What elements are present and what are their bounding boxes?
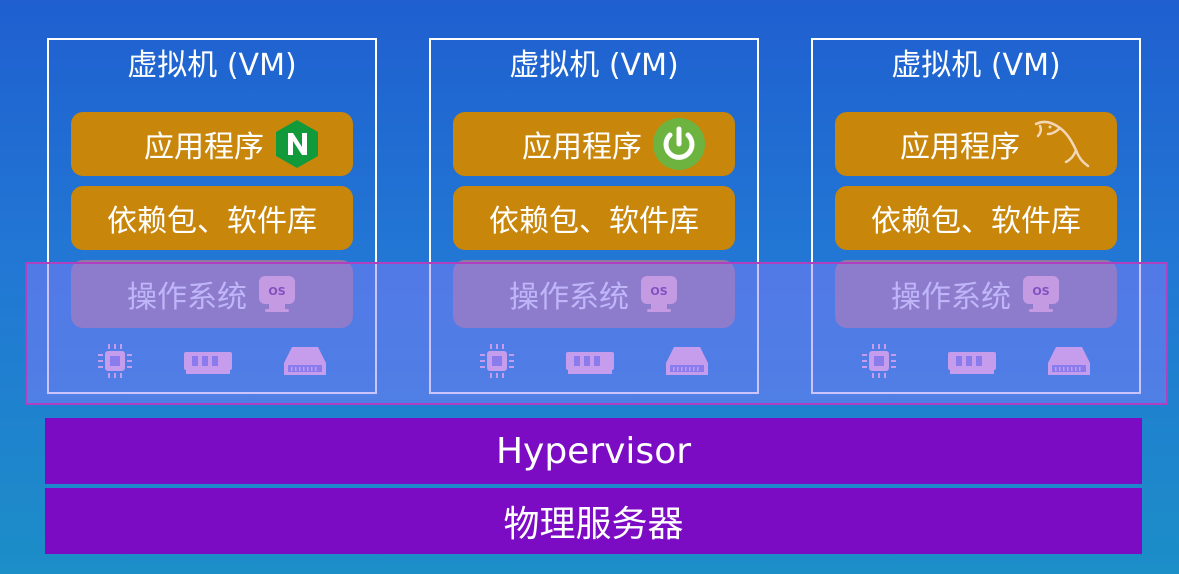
deps-bar: 依赖包、软件库 (71, 186, 353, 250)
hardware-row (813, 336, 1139, 390)
app-bar: 应用程序 (835, 112, 1117, 176)
os-monitor-icon: OS (639, 274, 679, 314)
os-label: 操作系统 (127, 280, 247, 315)
app-label: 应用程序 (900, 130, 1020, 165)
guest-os-highlight-overlay (25, 262, 1168, 405)
deps-bar: 依赖包、软件库 (453, 186, 735, 250)
hypervisor-layer: Hypervisor (45, 418, 1142, 484)
app-label: 应用程序 (522, 130, 642, 165)
hypervisor-label: Hypervisor (495, 430, 692, 472)
os-bar: 操作系统 OS (835, 260, 1117, 328)
deps-label: 依赖包、软件库 (489, 204, 699, 239)
app-bar: 应用程序 (453, 112, 735, 176)
os-monitor-icon: OS (257, 274, 297, 314)
cpu-chip-icon (860, 342, 898, 384)
mysql-dolphin-icon (1030, 116, 1092, 172)
spring-power-icon (652, 117, 706, 171)
hard-drive-icon (1046, 343, 1092, 383)
os-label: 操作系统 (509, 280, 629, 315)
hardware-row (431, 336, 757, 390)
app-label: 应用程序 (144, 130, 264, 165)
os-badge-text: OS (1032, 285, 1049, 298)
cpu-chip-icon (478, 342, 516, 384)
hard-drive-icon (664, 343, 710, 383)
vm-title: 虚拟机 (VM) (509, 48, 679, 83)
vm-title: 虚拟机 (VM) (891, 48, 1061, 83)
vm-title: 虚拟机 (VM) (127, 48, 297, 83)
cpu-chip-icon (96, 342, 134, 384)
os-badge-text: OS (268, 285, 285, 298)
os-bar: 操作系统 OS (71, 260, 353, 328)
deps-label: 依赖包、软件库 (871, 204, 1081, 239)
os-badge-text: OS (650, 285, 667, 298)
app-bar: 应用程序 (71, 112, 353, 176)
memory-ram-icon (946, 344, 998, 382)
memory-ram-icon (564, 344, 616, 382)
physical-server-label: 物理服务器 (503, 504, 684, 545)
physical-server-layer: 物理服务器 (45, 488, 1142, 554)
memory-ram-icon (182, 344, 234, 382)
nginx-icon (274, 119, 320, 169)
os-label: 操作系统 (891, 280, 1011, 315)
vm-box-1: 虚拟机 (VM) 应用程序 依赖包、软件库 操作系统 OS (47, 38, 377, 394)
deps-bar: 依赖包、软件库 (835, 186, 1117, 250)
hardware-row (49, 336, 375, 390)
vm-box-2: 虚拟机 (VM) 应用程序 依赖包、软件库 操作系统 OS (429, 38, 759, 394)
deps-label: 依赖包、软件库 (107, 204, 317, 239)
os-monitor-icon: OS (1021, 274, 1061, 314)
hard-drive-icon (282, 343, 328, 383)
os-bar: 操作系统 OS (453, 260, 735, 328)
vm-box-3: 虚拟机 (VM) 应用程序 依赖包、软件库 操作系统 OS (811, 38, 1141, 394)
